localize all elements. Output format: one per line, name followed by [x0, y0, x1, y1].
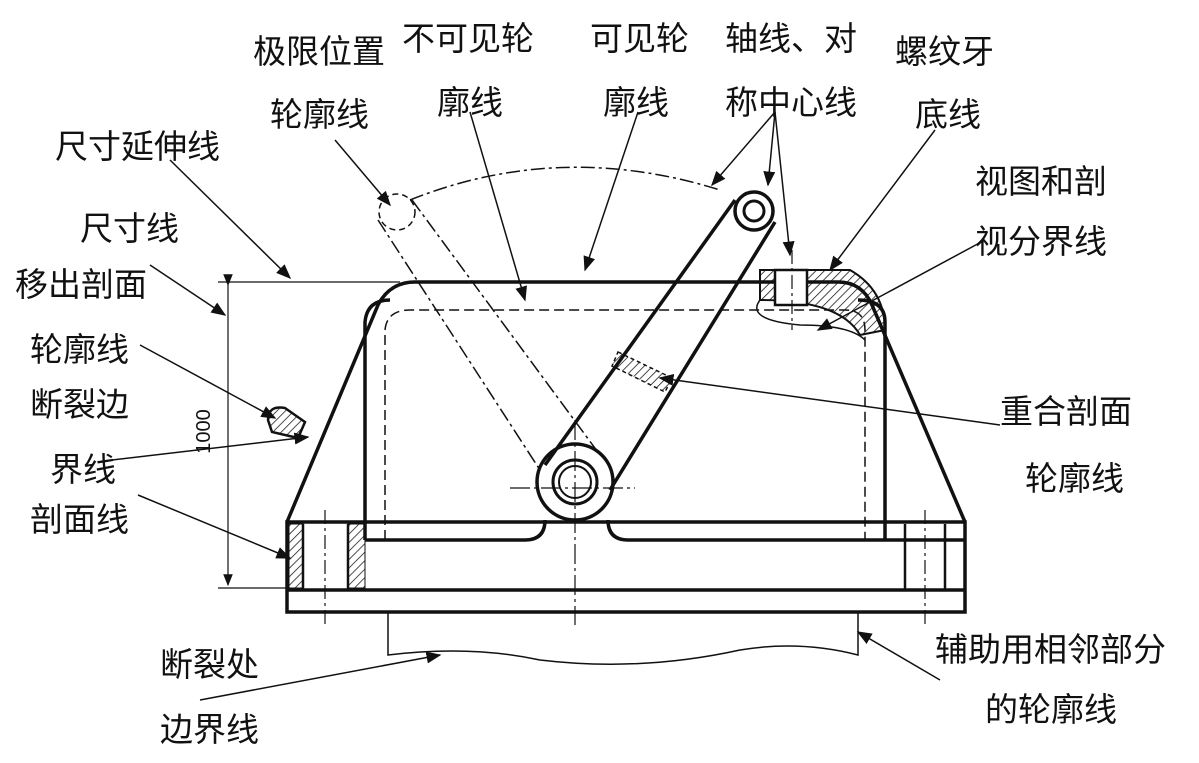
lever-end-hole — [733, 190, 775, 232]
label-extension-line: 尺寸延伸线 — [55, 127, 220, 166]
label-adjacent-part-1: 辅助用相邻部分 — [935, 630, 1166, 669]
label-hatch-line: 剖面线 — [30, 500, 129, 539]
label-removed-section-2: 轮廓线 — [30, 330, 129, 369]
label-axis-2: 称中心线 — [725, 83, 857, 122]
label-visible-outline-1: 可见轮 — [590, 19, 689, 58]
leader-lines — [111, 111, 1001, 701]
label-view-boundary-1: 视图和剖 — [975, 162, 1107, 201]
adjacent-part-outline — [387, 613, 859, 665]
label-hidden-outline-1: 不可见轮 — [402, 19, 534, 58]
label-break-edge-1: 断裂边 — [30, 385, 129, 424]
label-removed-section-1: 移出剖面 — [15, 265, 147, 304]
body-inner-outline — [363, 298, 391, 540]
revolved-section — [611, 350, 674, 394]
label-thread-root-1: 螺纹牙 — [895, 32, 994, 71]
label-hidden-outline-2: 廓线 — [437, 83, 503, 122]
limit-position-circle — [378, 193, 416, 231]
label-adjacent-part-2: 的轮廓线 — [985, 690, 1117, 729]
base-hatch-left — [288, 523, 304, 589]
hidden-outline — [384, 309, 866, 540]
label-limit-position-1: 极限位置 — [253, 32, 385, 71]
label-break-edge-2: 界线 — [50, 450, 116, 489]
label-thread-root-2: 底线 — [915, 95, 981, 134]
label-revolved-section-2: 轮廓线 — [1025, 459, 1124, 498]
dimension-value: 1000 — [192, 409, 215, 454]
label-break-boundary-2: 边界线 — [160, 710, 259, 749]
label-dimension-line: 尺寸线 — [80, 209, 179, 248]
label-limit-position-2: 轮廓线 — [270, 95, 369, 134]
base-plate — [285, 520, 967, 614]
label-view-boundary-2: 视分界线 — [975, 222, 1107, 261]
removed-section — [266, 406, 307, 440]
label-revolved-section-1: 重合剖面 — [1000, 392, 1132, 431]
label-break-boundary-1: 断裂处 — [160, 645, 259, 684]
lever-arm — [543, 198, 777, 491]
label-axis-1: 轴线、对 — [725, 19, 857, 58]
label-visible-outline-2: 廓线 — [603, 83, 669, 122]
